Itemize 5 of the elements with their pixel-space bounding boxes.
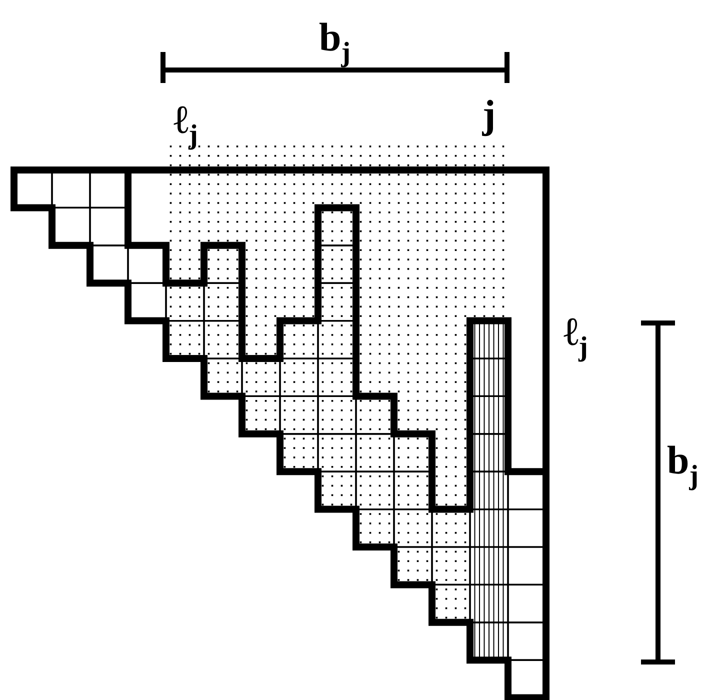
index-label: ℓ$_{j}$ <box>174 106 196 150</box>
dimension-label: b$_{j}$ <box>667 446 697 490</box>
index-label: ℓ$_{j}$ <box>564 318 586 362</box>
dimension-label: b$_{j}$ <box>319 22 349 68</box>
index-label: j <box>482 100 494 136</box>
